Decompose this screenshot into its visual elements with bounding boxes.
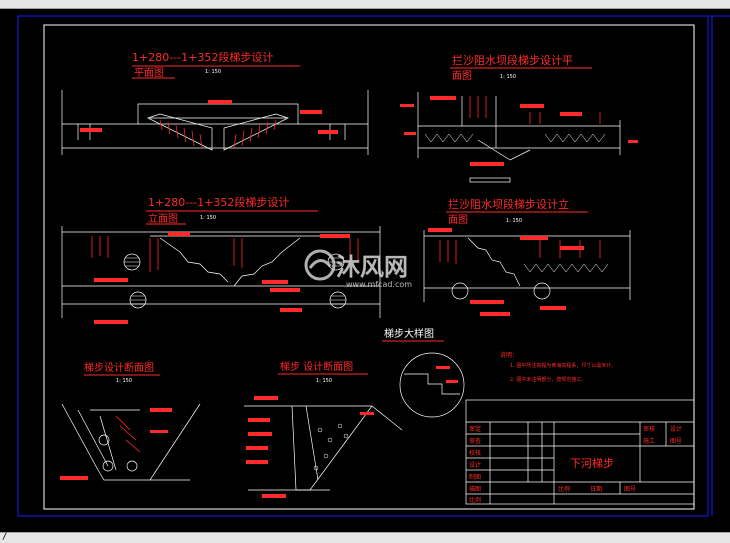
watermark-logo-icon: [304, 249, 336, 281]
plan-left-subtitle: 平面图: [134, 67, 164, 79]
section-left-pipes: [98, 434, 138, 472]
svg-text:1: 150: 1: 150: [500, 74, 516, 80]
section-left-hatching: [115, 415, 141, 453]
command-cursor: /: [2, 532, 8, 542]
plan-right-truss: [424, 133, 606, 143]
section-mid-dim-labels: [246, 396, 374, 498]
elev-right-dim-labels: [428, 228, 584, 316]
detail-drawing: [399, 352, 465, 418]
elev-left-pipes: [123, 253, 347, 309]
elev-right-drawing: [423, 230, 631, 302]
plan-left-drawing: [61, 90, 369, 155]
plan-right-drawing: [417, 92, 621, 183]
tb-row-3: 校核: [469, 449, 481, 457]
plan-right-title: 拦沙阻水坝段梯步设计平: [452, 53, 573, 67]
outer-frame: [17, 15, 709, 517]
detail-title: 梯步大样图: [384, 327, 434, 340]
svg-text:1: 150: 1: 150: [116, 378, 132, 384]
tb-bottom-3: 图号: [624, 486, 636, 493]
svg-text:1: 150: 1: 150: [200, 215, 216, 221]
plan-right-hatching: [469, 96, 601, 124]
tb-row-5: 制图: [469, 473, 481, 481]
tb-bottom-2: 日期: [590, 485, 602, 493]
svg-text:1: 150: 1: 150: [316, 378, 332, 384]
inner-frame: [43, 24, 695, 510]
elev-right-hatching: [439, 240, 601, 264]
elev-right-pipes: [451, 282, 551, 300]
detail-dim-labels: [436, 366, 458, 383]
plan-right-subtitle: 面图: [452, 70, 472, 82]
section-mid-riprap: [313, 423, 349, 471]
tb-row-1: 审定: [469, 425, 481, 433]
tb-row-7: 比例: [469, 496, 481, 504]
elev-left-dim-labels: [94, 232, 350, 324]
drawing-name: 下河梯步: [570, 457, 614, 470]
tb-row-6: 描图: [469, 485, 481, 493]
window-bottom-strip: [0, 532, 730, 543]
section-left-title: 梯步设计断面图: [84, 361, 154, 374]
notes: 说明： 1. 图中所注高程为黄海高程系，尺寸以毫米计。 2. 图中未注明部分，按…: [500, 351, 616, 383]
elev-right-truss: [523, 263, 609, 273]
elev-left-drawing: [61, 226, 381, 318]
svg-text:1: 150: 1: 150: [205, 69, 221, 75]
plan-left-dim-labels: [80, 100, 338, 134]
elev-left-subtitle: 立面图: [148, 212, 178, 225]
notes-label: 说明：: [500, 351, 518, 359]
tb-right-1: 审核: [643, 425, 655, 433]
title-block-labels: 审定 审查 校核 设计 制图 描图 比例 审核 设计 施工 图号 比例 日期 图…: [469, 425, 682, 504]
tb-right-4: 图号: [670, 438, 682, 445]
title-block: [465, 399, 695, 505]
tb-row-4: 设计: [469, 461, 481, 469]
section-mid-title: 梯步 设计断面图: [280, 360, 353, 373]
tb-right-3: 施工: [643, 437, 655, 445]
svg-text:1: 150: 1: 150: [506, 218, 522, 224]
window-top-strip: [0, 0, 730, 9]
section-left-dim-labels: [60, 408, 172, 480]
notes-line-1: 1. 图中所注高程为黄海高程系，尺寸以毫米计。: [510, 362, 616, 369]
watermark-url: www.mfcad.com: [346, 280, 412, 289]
notes-line-2: 2. 图中未注明部分，按规范施工。: [510, 376, 586, 383]
tb-bottom-1: 比例: [558, 485, 570, 493]
plan-right-dim-labels: [400, 96, 638, 166]
elev-right-subtitle: 面图: [448, 214, 468, 226]
watermark: 沐风网 www.mfcad.com: [304, 249, 412, 289]
elev-left-hatching: [91, 236, 359, 272]
section-mid-drawing: [244, 405, 403, 491]
tb-right-2: 设计: [670, 425, 682, 433]
section-left-drawing: [61, 403, 201, 481]
plan-left-title: 1+280---1+352段梯步设计: [132, 50, 273, 64]
tb-row-2: 审查: [469, 437, 481, 445]
plan-left-hatching: [159, 119, 277, 149]
elev-right-title: 拦沙阻水坝段梯步设计立: [448, 197, 569, 211]
watermark-brand: 沐风网: [336, 253, 408, 281]
elev-left-title: 1+280---1+352段梯步设计: [148, 195, 289, 209]
